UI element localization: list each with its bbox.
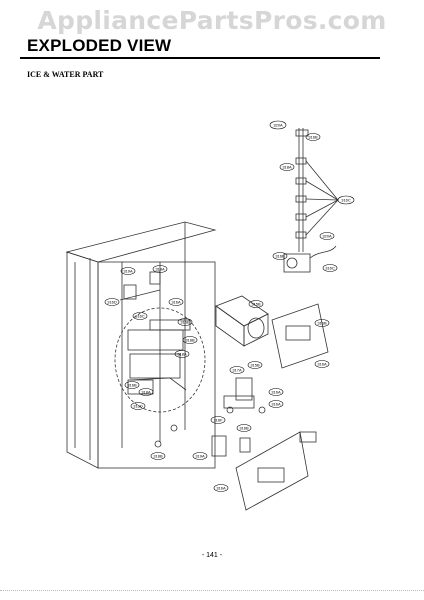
callout-label: 320A bbox=[273, 122, 283, 127]
callout-label: 320A bbox=[322, 233, 332, 238]
callout-label: 316D bbox=[107, 299, 117, 304]
callout-316B: 316B bbox=[305, 133, 321, 141]
switch-parts bbox=[211, 431, 317, 457]
watermark: AppliancePartsPros.com bbox=[37, 6, 387, 35]
callout-316A-2: 316A bbox=[314, 360, 330, 368]
callout-label: 315B bbox=[250, 362, 260, 367]
callout-316F: 316F bbox=[210, 416, 226, 424]
callout-label: 318B bbox=[153, 453, 163, 458]
callout-label: 318A bbox=[155, 266, 165, 271]
page-title: EXPLODED VIEW bbox=[27, 36, 172, 55]
auger-motor bbox=[223, 377, 266, 414]
dispenser-housing bbox=[235, 431, 309, 511]
callout-label: 316A bbox=[171, 299, 181, 304]
dispenser-cover bbox=[271, 303, 329, 369]
water-valve bbox=[283, 245, 337, 273]
callout-316B-3: 316B bbox=[314, 319, 330, 327]
callout-316A-4: 316A bbox=[268, 400, 284, 408]
callout-label: 316A bbox=[271, 401, 281, 406]
callout-318B-2: 318B bbox=[150, 452, 166, 460]
title-rule bbox=[20, 57, 380, 59]
callout-label: 319A bbox=[195, 453, 205, 458]
callout-label: 316D bbox=[133, 403, 143, 408]
callout-318B: 318B bbox=[182, 336, 198, 344]
callout-label: 318B bbox=[185, 337, 195, 342]
refrigerator-cabinet bbox=[65, 221, 217, 469]
callout-316C-3: 316C bbox=[132, 312, 148, 320]
callout-316D-2: 316D bbox=[130, 402, 146, 410]
callout-label: 315B bbox=[251, 301, 261, 306]
callout-318A-3: 318A bbox=[138, 388, 154, 396]
callout-316B-2: 316B bbox=[272, 252, 288, 260]
callout-316C: 316C bbox=[337, 195, 355, 205]
callout-label: 316B bbox=[127, 382, 137, 387]
callout-label: 316F bbox=[213, 417, 223, 422]
callout-316C-2: 316C bbox=[322, 264, 338, 272]
callout-315B-2: 315B bbox=[247, 361, 263, 369]
callout-320A: 320A bbox=[269, 120, 287, 130]
callout-label: 316C bbox=[135, 313, 145, 318]
callout-316A-5: 316A bbox=[213, 484, 229, 492]
footer-rule bbox=[0, 590, 424, 591]
callout-label: 316C bbox=[325, 265, 335, 270]
ice-bucket bbox=[215, 295, 269, 347]
callout-319A: 319A bbox=[120, 267, 136, 275]
callout-318A-2: 318A bbox=[174, 350, 190, 358]
callout-label: 316A bbox=[216, 485, 226, 490]
callout-317A: 317A bbox=[229, 366, 245, 374]
water-tube bbox=[295, 128, 339, 252]
callout-label: 316B bbox=[239, 425, 249, 430]
callout-label: 318A bbox=[177, 351, 187, 356]
callout-320A-2: 320A bbox=[319, 232, 335, 240]
callout-316A: 316A bbox=[168, 298, 184, 306]
callout-315B: 315B bbox=[248, 300, 264, 308]
callout-316A-3: 316A bbox=[268, 388, 284, 396]
callout-316D: 316D bbox=[104, 298, 120, 306]
callout-label: 316C bbox=[341, 197, 351, 202]
callout-318A: 318A bbox=[152, 265, 168, 273]
callout-label: 316B bbox=[308, 134, 318, 139]
callout-label: 316A bbox=[271, 389, 281, 394]
callout-label: 316B bbox=[317, 320, 327, 325]
callout-318A-top: 318A bbox=[279, 163, 295, 171]
callout-319A-2: 319A bbox=[192, 452, 208, 460]
section-label: ICE & WATER PART bbox=[27, 70, 104, 79]
callout-label: 316E bbox=[180, 319, 190, 324]
callout-316B-4: 316B bbox=[124, 381, 140, 389]
page-number: - 141 - bbox=[201, 552, 223, 559]
callout-label: 319A bbox=[123, 268, 133, 273]
callout-316E: 316E bbox=[177, 318, 193, 326]
callout-label: 318A bbox=[141, 389, 151, 394]
callout-label: 316B bbox=[275, 253, 285, 258]
callout-label: 316A bbox=[317, 361, 327, 366]
callout-label: 317A bbox=[232, 367, 242, 372]
callout-label: 318A bbox=[282, 164, 292, 169]
callout-316B-5: 316B bbox=[236, 424, 252, 432]
